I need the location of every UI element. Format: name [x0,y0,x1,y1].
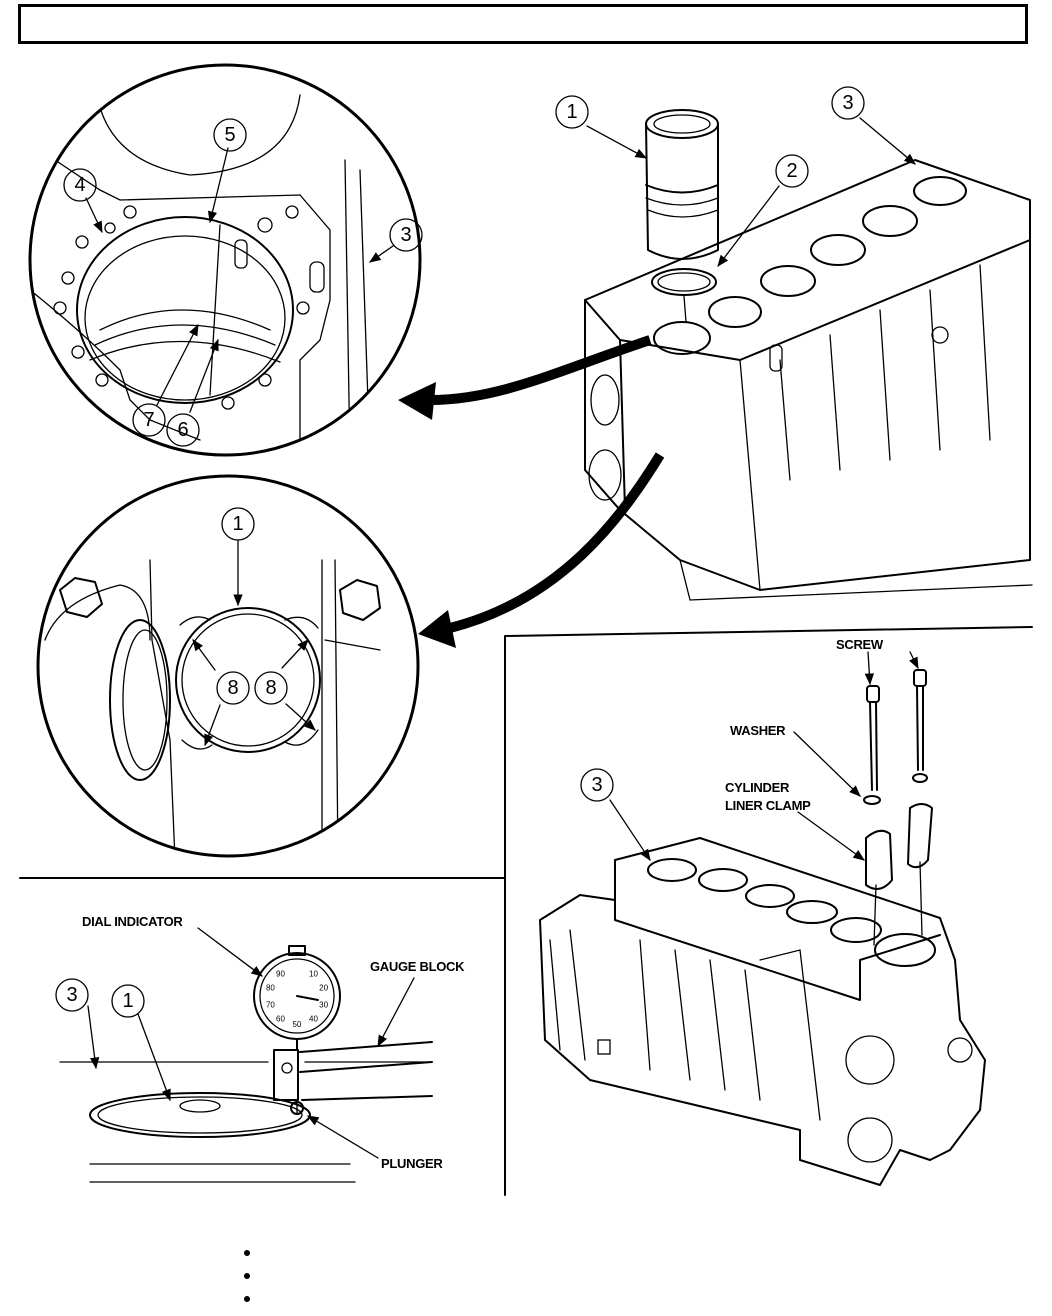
callout-8-left: 8 [216,671,250,705]
page-header-box [18,4,1028,44]
dial-tick-label: 20 [319,983,328,992]
pointer-arrow-middle [448,452,665,633]
pointer-arrow-top [429,335,652,405]
svg-text:1: 1 [122,990,133,1012]
bullet-dot [244,1250,250,1256]
label-clamp-line2: LINER CLAMP [725,798,811,813]
callout-3-dial: 3 [55,978,89,1012]
svg-text:1: 1 [566,101,577,123]
svg-text:5: 5 [224,124,235,146]
label-washer: WASHER [730,723,786,738]
panel-divider-right [504,626,1033,1196]
label-gauge-block: GAUGE BLOCK [370,959,465,974]
dial-tick-label: 80 [266,983,275,992]
svg-text:3: 3 [66,984,77,1006]
callout-3-top: 3 [831,86,865,120]
svg-text:2: 2 [786,160,797,182]
label-screw: SCREW [836,637,884,652]
engine-block-top [584,109,1033,601]
callout-1-dial: 1 [111,984,145,1018]
label-plunger: PLUNGER [381,1156,443,1171]
dial-tick-label: 60 [276,1015,285,1024]
callout-7: 7 [132,403,166,437]
dial-tick-label: 10 [309,969,318,978]
svg-text:3: 3 [591,774,602,796]
liner-detail-circle [36,474,420,858]
label-dial-indicator: DIAL INDICATOR [82,914,183,929]
callout-5: 5 [213,118,247,152]
dial-tick-label: 40 [309,1015,318,1024]
svg-text:3: 3 [400,224,411,246]
callout-1-middle: 1 [221,507,255,541]
svg-text:1: 1 [232,513,243,535]
bore-detail-circle [28,63,422,457]
callout-3-right: 3 [580,768,614,802]
svg-text:7: 7 [143,409,154,431]
bullet-dot [244,1273,250,1279]
callout-2: 2 [775,154,809,188]
callout-6: 6 [166,413,200,447]
svg-text:8: 8 [265,677,276,699]
svg-text:4: 4 [74,174,85,196]
bullet-dot [244,1296,250,1302]
callout-8-right: 8 [254,671,288,705]
svg-text:8: 8 [227,677,238,699]
dial-tick-label: 70 [266,1001,275,1010]
dial-tick-label: 90 [276,969,285,978]
svg-text:3: 3 [842,92,853,114]
callout-1-top: 1 [555,95,589,129]
label-clamp-line1: CYLINDER [725,780,790,795]
dial-tick-label: 50 [293,1020,302,1029]
svg-text:6: 6 [177,419,188,441]
engine-block-bottom [539,669,986,1186]
callout-3-detail: 3 [389,218,423,252]
dial-tick-label: 30 [319,1001,328,1010]
callout-4: 4 [63,168,97,202]
